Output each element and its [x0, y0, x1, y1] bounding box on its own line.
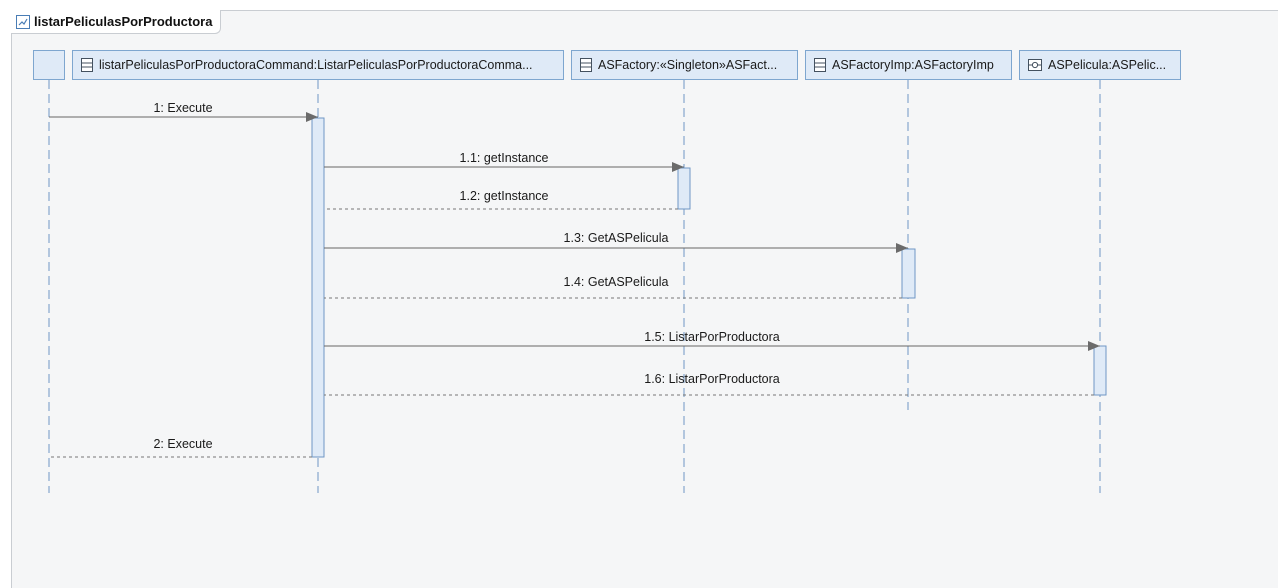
diagram-title-tab[interactable]: listarPeliculasPorProductora	[11, 10, 222, 34]
message-label-1-3: 1.3: GetASPelicula	[564, 231, 669, 245]
message-label-2: 2: Execute	[153, 437, 212, 451]
message-label-1-4: 1.4: GetASPelicula	[564, 275, 669, 289]
diagram-title: listarPeliculasPorProductora	[34, 14, 213, 29]
message-label-1-1: 1.1: getInstance	[460, 151, 549, 165]
class-icon	[580, 58, 592, 72]
message-label-1-5: 1.5: ListarPorProductora	[644, 330, 780, 344]
class-icon	[814, 58, 826, 72]
activation-asfactoryimp[interactable]	[901, 248, 916, 299]
lifeline-head-asfactory[interactable]: ASFactory:«Singleton»ASFact...	[571, 50, 798, 80]
class-icon	[81, 58, 93, 72]
sequence-diagram-icon	[16, 14, 30, 29]
lifeline-head-aspelicula[interactable]: ASPelicula:ASPelic...	[1019, 50, 1181, 80]
interface-icon	[1028, 58, 1042, 72]
activation-aspelicula[interactable]	[1093, 345, 1107, 396]
lifeline-head-asfactoryimp[interactable]: ASFactoryImp:ASFactoryImp	[805, 50, 1012, 80]
message-label-1-6: 1.6: ListarPorProductora	[644, 372, 780, 386]
diagram-frame	[11, 10, 1278, 588]
activation-command[interactable]	[311, 117, 325, 458]
message-label-1-2: 1.2: getInstance	[460, 189, 549, 203]
lifeline-head-command[interactable]: listarPeliculasPorProductoraCommand:List…	[72, 50, 564, 80]
lifeline-head-actor[interactable]	[33, 50, 65, 80]
activation-asfactory[interactable]	[677, 167, 691, 210]
message-label-1: 1: Execute	[153, 101, 212, 115]
